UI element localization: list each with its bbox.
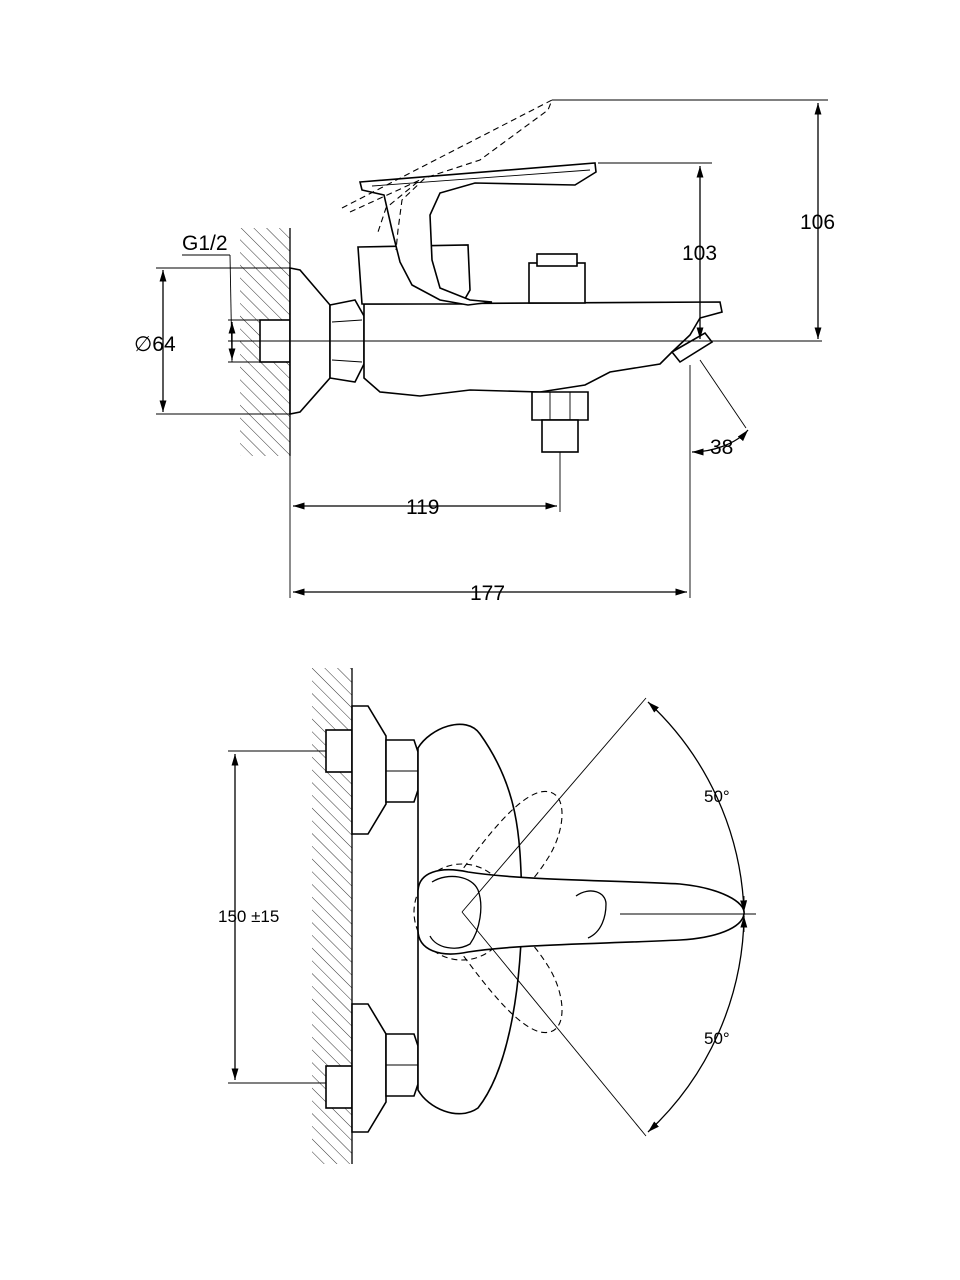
handle-lever [358, 162, 597, 306]
spout-aerator [670, 331, 714, 364]
lower-inlet-pipe [325, 1065, 353, 1109]
outlet-distance-label: 119 [406, 496, 439, 519]
upper-inlet-pipe [325, 729, 353, 773]
diverter-knob [528, 262, 586, 304]
outlet-nut [531, 391, 589, 421]
height-handle-label: 103 [682, 242, 717, 265]
total-depth-label: 177 [470, 582, 505, 605]
side-view: G1/2 ∅64 103 106 38 119 177 [134, 98, 835, 605]
lower-escutcheon [351, 1003, 387, 1133]
outlet-connector [541, 419, 579, 453]
angle-upper-label: 50° [704, 787, 730, 806]
center-distance-label: 150 ±15 [218, 907, 279, 926]
thread-label: G1/2 [182, 232, 228, 255]
mixer-body [363, 301, 723, 397]
top-view: 50° 50° 150 ±15 [218, 668, 756, 1164]
handle-lever-top [417, 869, 745, 955]
diameter-label: ∅64 [134, 333, 176, 356]
handle-lever-raised [341, 98, 554, 251]
upper-escutcheon [351, 705, 387, 835]
height-lever-up-label: 106 [800, 211, 835, 234]
angle-lower-label: 50° [704, 1029, 730, 1048]
spout-angle-label: 38 [710, 436, 733, 459]
